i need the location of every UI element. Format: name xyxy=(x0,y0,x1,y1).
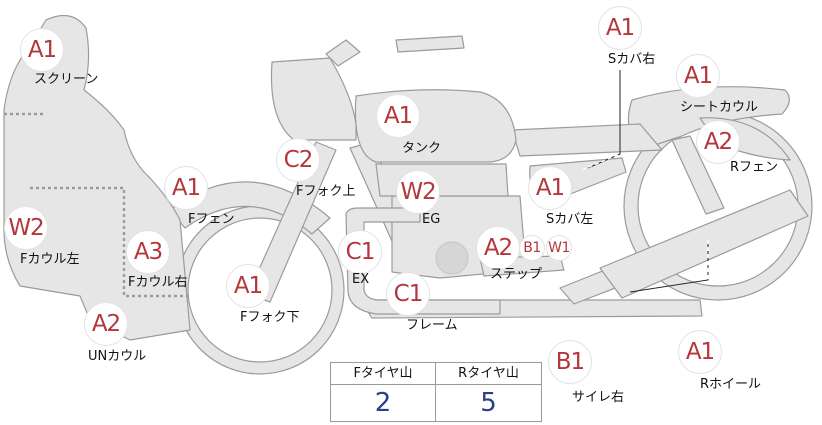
grade-badge-f-fender: A1 xyxy=(164,166,208,210)
part-label-screen: スクリーン xyxy=(34,72,99,87)
rear-shock-shape xyxy=(671,135,725,215)
tire-table-header-rear: Rタイヤ山 xyxy=(436,363,541,385)
part-label-r-wheel: Rホイール xyxy=(700,377,762,392)
silencer-shape xyxy=(599,189,809,299)
part-label-s-cover-left: Sカバ左 xyxy=(546,212,594,227)
tire-table-value-front: 2 xyxy=(331,385,436,421)
headlight-body-shape xyxy=(270,57,357,141)
handlebar-grip-shape xyxy=(395,35,465,53)
handlebar-shape xyxy=(325,39,361,67)
grade-badge-un-cowl: A2 xyxy=(84,302,128,346)
part-label-ex: EX xyxy=(352,272,370,287)
part-label-frame: フレーム xyxy=(406,318,458,333)
part-label-f-cowl-left: Fカウル左 xyxy=(20,252,80,267)
part-label-silencer-right: サイレ右 xyxy=(572,390,625,405)
grade-badge-seat-cowl: A1 xyxy=(676,54,720,98)
grade-badge-step-c: W1 xyxy=(546,235,572,261)
cowl-divider-line xyxy=(30,186,190,298)
r-wheel-leader xyxy=(629,240,709,293)
part-label-f-fork-lower: Fフォク下 xyxy=(240,310,300,325)
part-label-f-fender: Fフェン xyxy=(188,212,235,227)
grade-badge-f-cowl-right: A3 xyxy=(126,230,170,274)
grade-badge-step: A2 xyxy=(476,226,520,270)
part-label-r-fender: Rフェン xyxy=(730,160,779,175)
grade-badge-frame: C1 xyxy=(386,272,430,316)
grade-badge-screen: A1 xyxy=(20,28,64,72)
grade-badge-s-cover-right: A1 xyxy=(598,6,642,50)
grade-badge-silencer-right: B1 xyxy=(548,340,592,384)
part-label-f-fork-upper: Fフォク上 xyxy=(296,184,356,199)
seat-shape xyxy=(511,123,663,157)
grade-badge-eg: W2 xyxy=(396,170,440,214)
part-label-tank: タンク xyxy=(402,141,442,156)
grade-badge-f-fork-lower: A1 xyxy=(226,264,270,308)
part-label-s-cover-right: Sカバ右 xyxy=(608,52,656,67)
tire-table-value-rear: 5 xyxy=(480,388,497,418)
front-fender-shape xyxy=(169,181,331,235)
grade-badge-f-fork-upper: C2 xyxy=(276,138,320,182)
grade-badge-r-fender: A2 xyxy=(696,120,740,164)
part-label-seat-cowl: シートカウル xyxy=(680,100,759,115)
grade-badge-s-cover-left: A1 xyxy=(528,166,572,210)
engine-cover-shape xyxy=(435,241,469,275)
grade-badge-f-cowl-left: W2 xyxy=(4,206,48,250)
tire-tread-table: Fタイヤ山 Rタイヤ山 2 5 xyxy=(330,362,542,422)
exhaust-shape xyxy=(345,207,501,315)
part-label-f-cowl-right: Fカウル右 xyxy=(128,275,188,290)
grade-badge-tank: A1 xyxy=(376,94,420,138)
part-label-un-cowl: UNカウル xyxy=(88,349,147,364)
tire-table-header-front: Fタイヤ山 xyxy=(331,363,436,385)
part-label-step: ステップ xyxy=(490,267,543,282)
grade-badge-step-b: B1 xyxy=(519,235,545,261)
grade-badge-r-wheel: A1 xyxy=(678,330,722,374)
part-label-eg: EG xyxy=(422,212,441,227)
front-fork-shape xyxy=(247,141,337,303)
grade-badge-ex: C1 xyxy=(338,230,382,274)
front-wheel-shape xyxy=(175,205,345,375)
